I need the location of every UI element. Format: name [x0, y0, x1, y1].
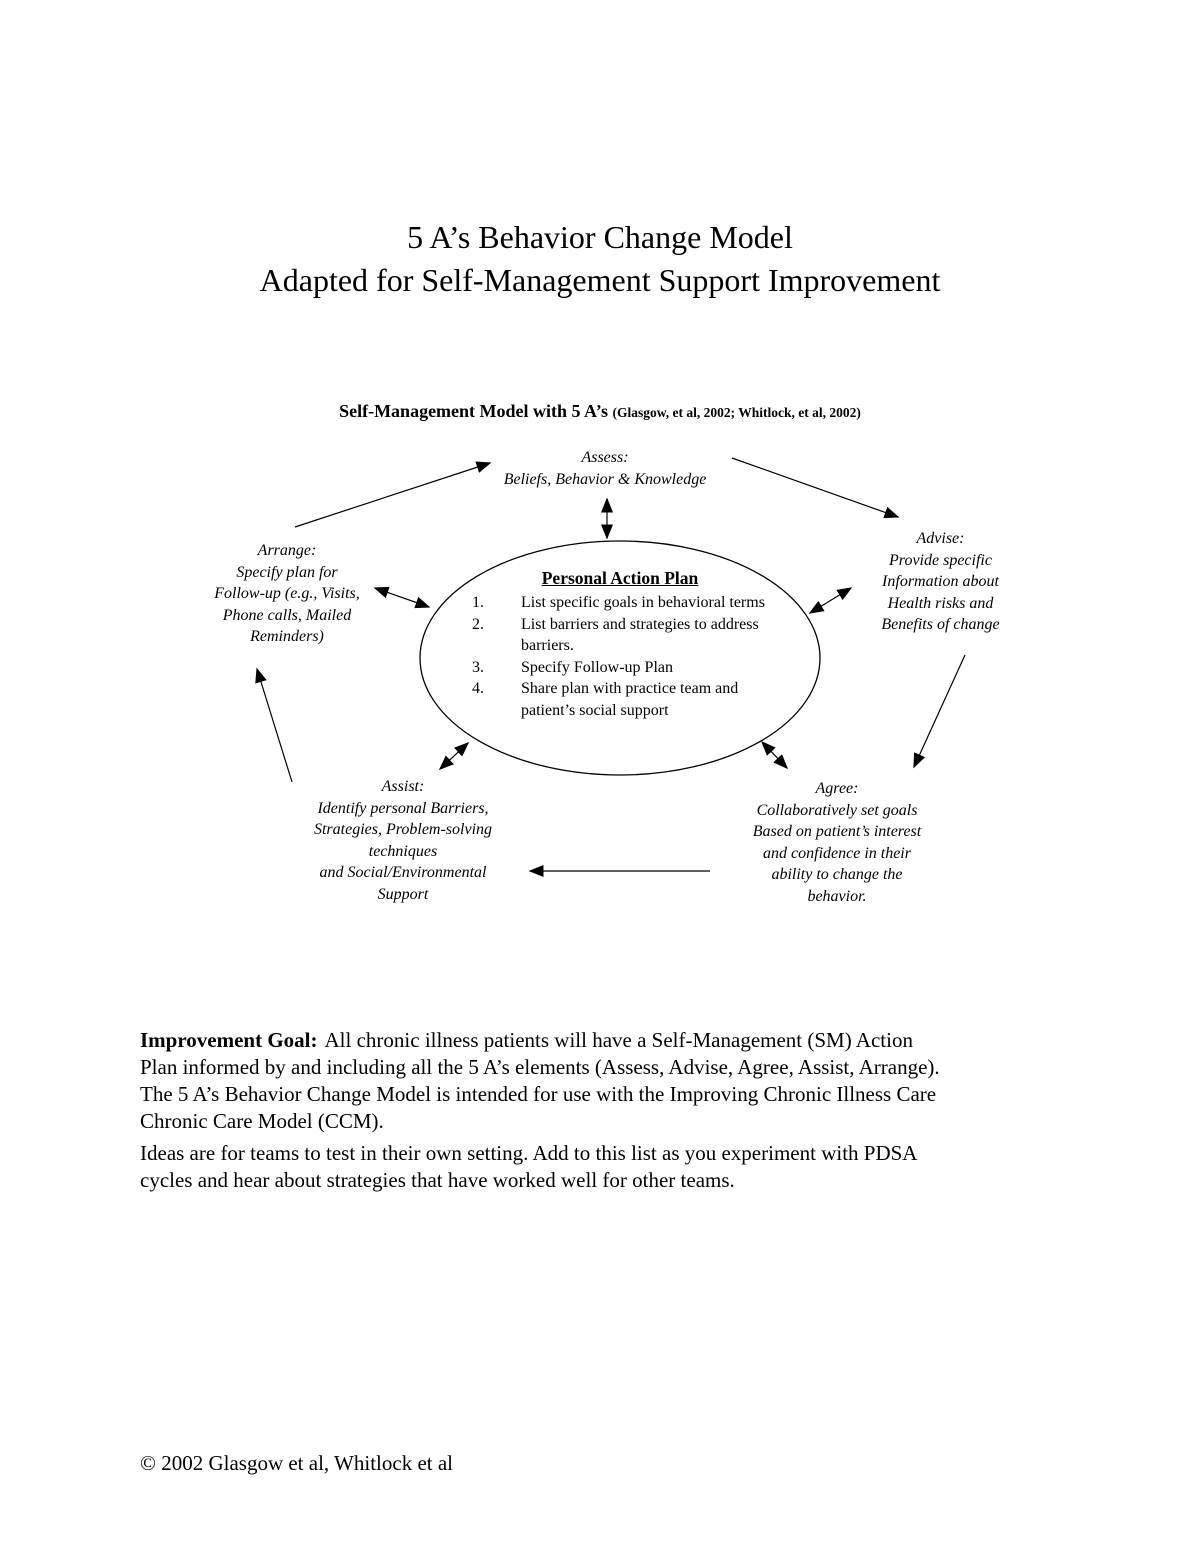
action-plan-item-text: Share plan with practice team and patien… — [521, 680, 739, 719]
action-plan-ellipse — [419, 540, 821, 776]
action-plan-item-text: List barriers and strategies to address … — [521, 615, 759, 655]
arrow-assist-plan — [438, 741, 470, 771]
copyright-line: © 2002 Glasgow et al, Whitlock et al — [140, 1451, 454, 1475]
action-plan-title: Personal Action Plan — [541, 568, 699, 588]
node-assist-text: Identify personal Barriers, Strategies, … — [313, 799, 493, 903]
node-assist: Assist: Identify personal Barriers, Stra… — [292, 776, 514, 905]
arrow-arrange-to-assess — [294, 461, 492, 528]
node-assess: Assess: Beliefs, Behavior & Knowledge — [455, 447, 755, 490]
diagram-heading-citation: (Glasgow, et al, 2002; Whitlock, et al, … — [612, 405, 861, 420]
improvement-goal-paragraph: Improvement Goal:All chronic illness pat… — [140, 1000, 1055, 1135]
action-plan-item: 2. List barriers and strategies to addre… — [472, 614, 766, 657]
action-plan-item-number: 2. — [472, 615, 484, 633]
node-arrange-label: Arrange: — [257, 542, 317, 559]
action-plan-item-text: Specify Follow-up Plan — [521, 658, 673, 676]
diagram-heading: Self-Management Model with 5 A’s (Glasgo… — [0, 401, 1200, 422]
node-assess-text: Beliefs, Behavior & Knowledge — [503, 470, 707, 488]
node-arrange: Arrange: Specify plan for Follow-up (e.g… — [196, 540, 378, 648]
arrow-assess-to-advise — [731, 457, 900, 519]
node-advise-text: Provide specific Information about Healt… — [881, 551, 1000, 634]
diagram-canvas — [255, 457, 966, 877]
arrow-arrange-plan — [373, 586, 431, 609]
action-plan-item-number: 1. — [472, 594, 484, 611]
action-plan-item: 3. Specify Follow-up Plan — [472, 657, 766, 679]
arrow-assist-to-arrange — [255, 667, 293, 783]
action-plan-item: 1. List specific goals in behavioral ter… — [472, 592, 766, 614]
node-agree-text: Collaboratively set goals Based on patie… — [752, 801, 922, 905]
page-title-line1: 5 A’s Behavior Change Model — [407, 219, 793, 255]
action-plan-item-number: 4. — [472, 680, 484, 697]
improvement-goal-label: Improvement Goal: — [140, 1028, 318, 1052]
action-plan-list: 1. List specific goals in behavioral ter… — [472, 592, 766, 721]
arrow-advise-plan — [808, 587, 853, 614]
action-plan-item: 4. Share plan with practice team and pat… — [472, 678, 766, 721]
ideas-paragraph: Ideas are for teams to test in their own… — [140, 1141, 918, 1192]
page-title: 5 A’s Behavior Change Model Adapted for … — [0, 216, 1200, 302]
node-agree-label: Agree: — [815, 780, 859, 797]
node-advise: Advise: Provide specific Information abo… — [853, 528, 1028, 636]
node-advise-label: Advise: — [916, 530, 965, 547]
arrow-agree-plan — [760, 740, 789, 770]
page-title-line2: Adapted for Self-Management Support Impr… — [259, 262, 941, 298]
node-arrange-text: Specify plan for Follow-up (e.g., Visits… — [214, 563, 360, 646]
diagram-heading-text: Self-Management Model with 5 A’s — [339, 401, 613, 421]
node-agree: Agree: Collaboratively set goals Based o… — [728, 778, 946, 907]
improvement-goal-text: All chronic illness patients will have a… — [140, 1028, 940, 1133]
node-assess-label: Assess: — [581, 449, 629, 466]
arrow-advise-to-agree — [913, 654, 966, 769]
action-plan-item-text: List specific goals in behavioral terms — [521, 594, 765, 611]
action-plan-item-number: 3. — [472, 658, 484, 676]
node-assist-label: Assist: — [381, 778, 425, 795]
